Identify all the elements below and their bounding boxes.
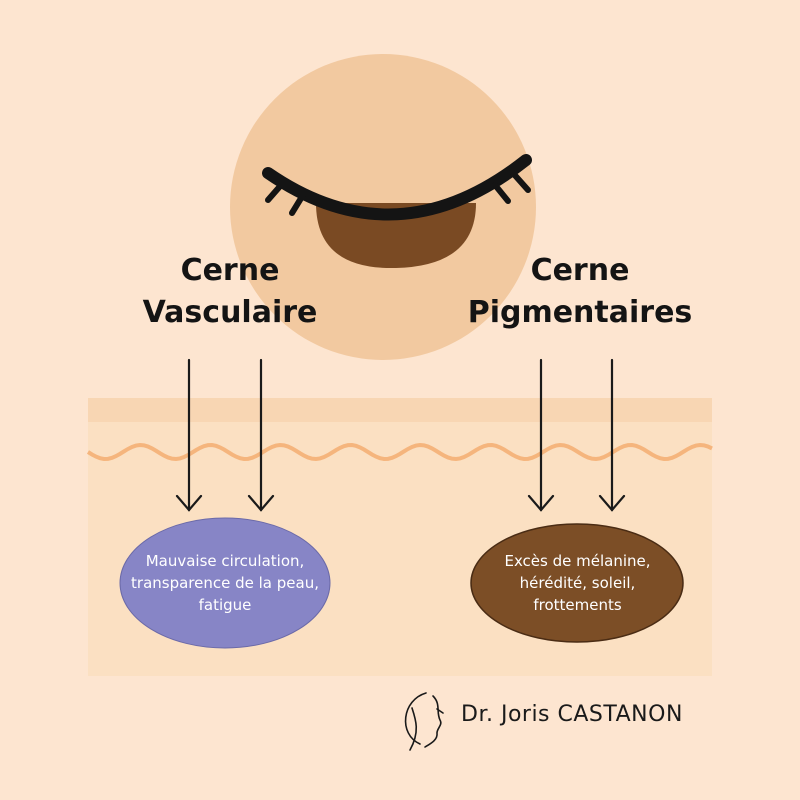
label-vascular-dark-circle: Cerne Vasculaire [105, 250, 355, 334]
arrow-down-icon [527, 358, 555, 512]
pigment-cause-line2: hérédité, soleil, [519, 574, 636, 592]
vascular-cause-line3: fatigue [198, 596, 252, 614]
dark-circle-shape [316, 203, 476, 269]
label-pigment-line1: Cerne [530, 253, 630, 288]
pigment-cause-text: Excès de mélanine, hérédité, soleil, fro… [475, 550, 680, 616]
arrow-down-icon [247, 358, 275, 512]
pigment-arrows [527, 358, 626, 512]
brand-name: Dr. Joris CASTANON [461, 702, 683, 727]
vascular-arrows [175, 358, 275, 512]
closed-eye-icon [262, 154, 532, 221]
vascular-cause-bubble [119, 517, 331, 649]
arrow-down-icon [598, 358, 626, 512]
doctor-logo-icon [404, 692, 444, 751]
arrow-down-icon [175, 358, 203, 512]
vascular-cause-line2: transparence de la peau, [131, 574, 319, 592]
label-vascular-line2: Vasculaire [142, 295, 318, 330]
vascular-cause-line1: Mauvaise circulation, [145, 552, 305, 570]
skin-surface-band [88, 398, 712, 422]
label-pigment-dark-circle: Cerne Pigmentaires [445, 250, 715, 334]
dermis-wave-line [86, 442, 713, 462]
pigment-cause-line1: Excès de mélanine, [504, 552, 651, 570]
pigment-cause-bubble [470, 523, 684, 643]
pigment-cause-line3: frottements [533, 596, 622, 614]
vascular-cause-text: Mauvaise circulation, transparence de la… [110, 550, 340, 616]
label-vascular-line1: Cerne [180, 253, 280, 288]
label-pigment-line2: Pigmentaires [467, 295, 693, 330]
